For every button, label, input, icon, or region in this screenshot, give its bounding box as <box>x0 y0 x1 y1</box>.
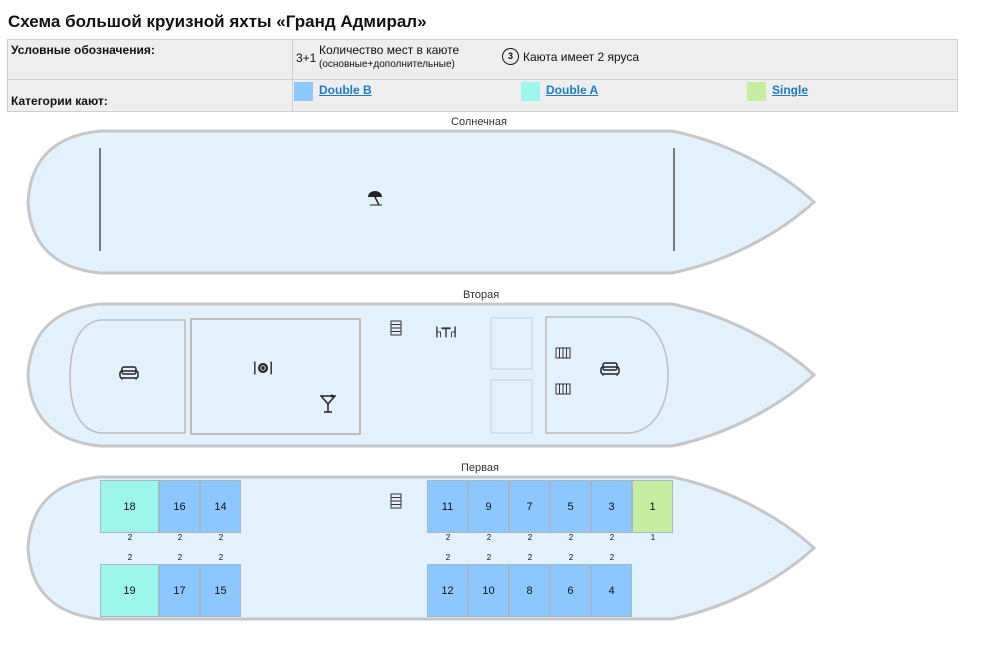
cabin-3[interactable]: 3 <box>591 480 632 533</box>
cabin-number: 16 <box>173 500 186 513</box>
cabin-5-capacity: 2 <box>568 533 574 542</box>
cabin-number: 3 <box>608 500 615 513</box>
double-a-swatch <box>521 82 540 101</box>
cabin-number: 19 <box>123 584 136 597</box>
cocktail-icon <box>318 394 338 414</box>
legend-symbols-label: Условные обозначения: <box>7 39 293 80</box>
stairs-icon <box>386 318 406 338</box>
first-deck-title: Первая <box>461 462 499 474</box>
double-b-swatch <box>294 82 313 101</box>
cabin-9[interactable]: 9 <box>468 480 509 533</box>
cabin-4[interactable]: 4 <box>591 564 632 617</box>
double-b-link[interactable]: Double B <box>319 83 372 97</box>
cabin-8[interactable]: 8 <box>509 564 550 617</box>
sun-deck-hull <box>26 129 817 275</box>
sofa-icon <box>119 363 139 383</box>
double-a-link[interactable]: Double A <box>546 83 599 97</box>
cabin-number: 1 <box>649 500 656 513</box>
cabin-11-capacity: 2 <box>445 533 451 542</box>
cabin-15[interactable]: 15 <box>200 564 241 617</box>
sofa-icon-right <box>600 359 620 379</box>
room-small-upper <box>490 317 533 370</box>
cabin-number: 15 <box>214 584 227 597</box>
restaurant-icon <box>253 358 273 378</box>
cabin-7[interactable]: 7 <box>509 480 550 533</box>
seats-example: 3+1 <box>296 51 317 65</box>
cabin-number: 12 <box>441 584 454 597</box>
cabin-14[interactable]: 14 <box>200 480 241 533</box>
legend-table: Условные обозначения: 3+1 Количество мес… <box>7 39 958 112</box>
cabin-number: 14 <box>214 500 227 513</box>
cabin-5[interactable]: 5 <box>550 480 591 533</box>
seats-text: Количество мест в каюте <box>319 43 460 57</box>
cabin-19-capacity: 2 <box>127 553 133 562</box>
radiator-icon-lower <box>553 379 573 399</box>
cabin-number: 8 <box>526 584 533 597</box>
second-deck-title: Вторая <box>463 289 500 301</box>
cabin-3-capacity: 2 <box>609 533 615 542</box>
radiator-icon-upper <box>553 343 573 363</box>
cabin-8-capacity: 2 <box>527 553 533 562</box>
cabin-12[interactable]: 12 <box>427 564 468 617</box>
tier-text: Каюта имеет 2 яруса <box>523 50 640 64</box>
room-small-lower <box>490 379 533 434</box>
seats-subtext: (основные+дополнительные) <box>319 59 455 70</box>
second-deck-hull <box>26 302 817 448</box>
cabin-19[interactable]: 19 <box>100 564 159 617</box>
table-chairs-icon <box>436 321 456 341</box>
cabin-number: 4 <box>608 584 615 597</box>
cabin-number: 17 <box>173 584 186 597</box>
cabin-14-capacity: 2 <box>218 533 224 542</box>
cabin-1-capacity: 1 <box>650 533 656 542</box>
legend-symbols-cell: 3+1 Количество мест в каюте (основные+до… <box>292 39 958 80</box>
salon-right <box>545 316 669 434</box>
sun-deck-title: Солнечная <box>451 116 507 128</box>
page-title: Схема большой круизной яхты «Гранд Адмир… <box>8 12 427 31</box>
cabin-12-capacity: 2 <box>445 553 451 562</box>
cabin-16-capacity: 2 <box>177 533 183 542</box>
cabin-6[interactable]: 6 <box>550 564 591 617</box>
cabin-6-capacity: 2 <box>568 553 574 562</box>
salon-left <box>69 319 186 434</box>
legend-categories-cell: Double B Double A Single <box>292 79 958 112</box>
cabin-9-capacity: 2 <box>486 533 492 542</box>
cabin-number: 6 <box>567 584 574 597</box>
cabin-number: 7 <box>526 500 533 513</box>
tier-circle: 3 <box>502 48 519 65</box>
cabin-number: 10 <box>482 584 495 597</box>
single-link[interactable]: Single <box>772 83 809 97</box>
cabin-1[interactable]: 1 <box>632 480 673 533</box>
cabin-10[interactable]: 10 <box>468 564 509 617</box>
stairs-icon-first-deck <box>386 491 406 511</box>
cabin-11[interactable]: 11 <box>427 480 468 533</box>
cabin-7-capacity: 2 <box>527 533 533 542</box>
cabin-4-capacity: 2 <box>609 553 615 562</box>
restaurant-room <box>190 318 361 435</box>
cabin-18-capacity: 2 <box>127 533 133 542</box>
umbrella-icon <box>365 188 385 208</box>
single-swatch <box>747 82 766 101</box>
cabin-number: 9 <box>485 500 492 513</box>
cabin-15-capacity: 2 <box>218 553 224 562</box>
cabin-number: 11 <box>441 500 454 513</box>
legend-categories-label: Категории кают: <box>7 79 293 112</box>
cabin-17-capacity: 2 <box>177 553 183 562</box>
cabin-number: 18 <box>123 500 136 513</box>
cabin-18[interactable]: 18 <box>100 480 159 533</box>
cabin-16[interactable]: 16 <box>159 480 200 533</box>
cabin-number: 5 <box>567 500 574 513</box>
cabin-17[interactable]: 17 <box>159 564 200 617</box>
cabin-10-capacity: 2 <box>486 553 492 562</box>
